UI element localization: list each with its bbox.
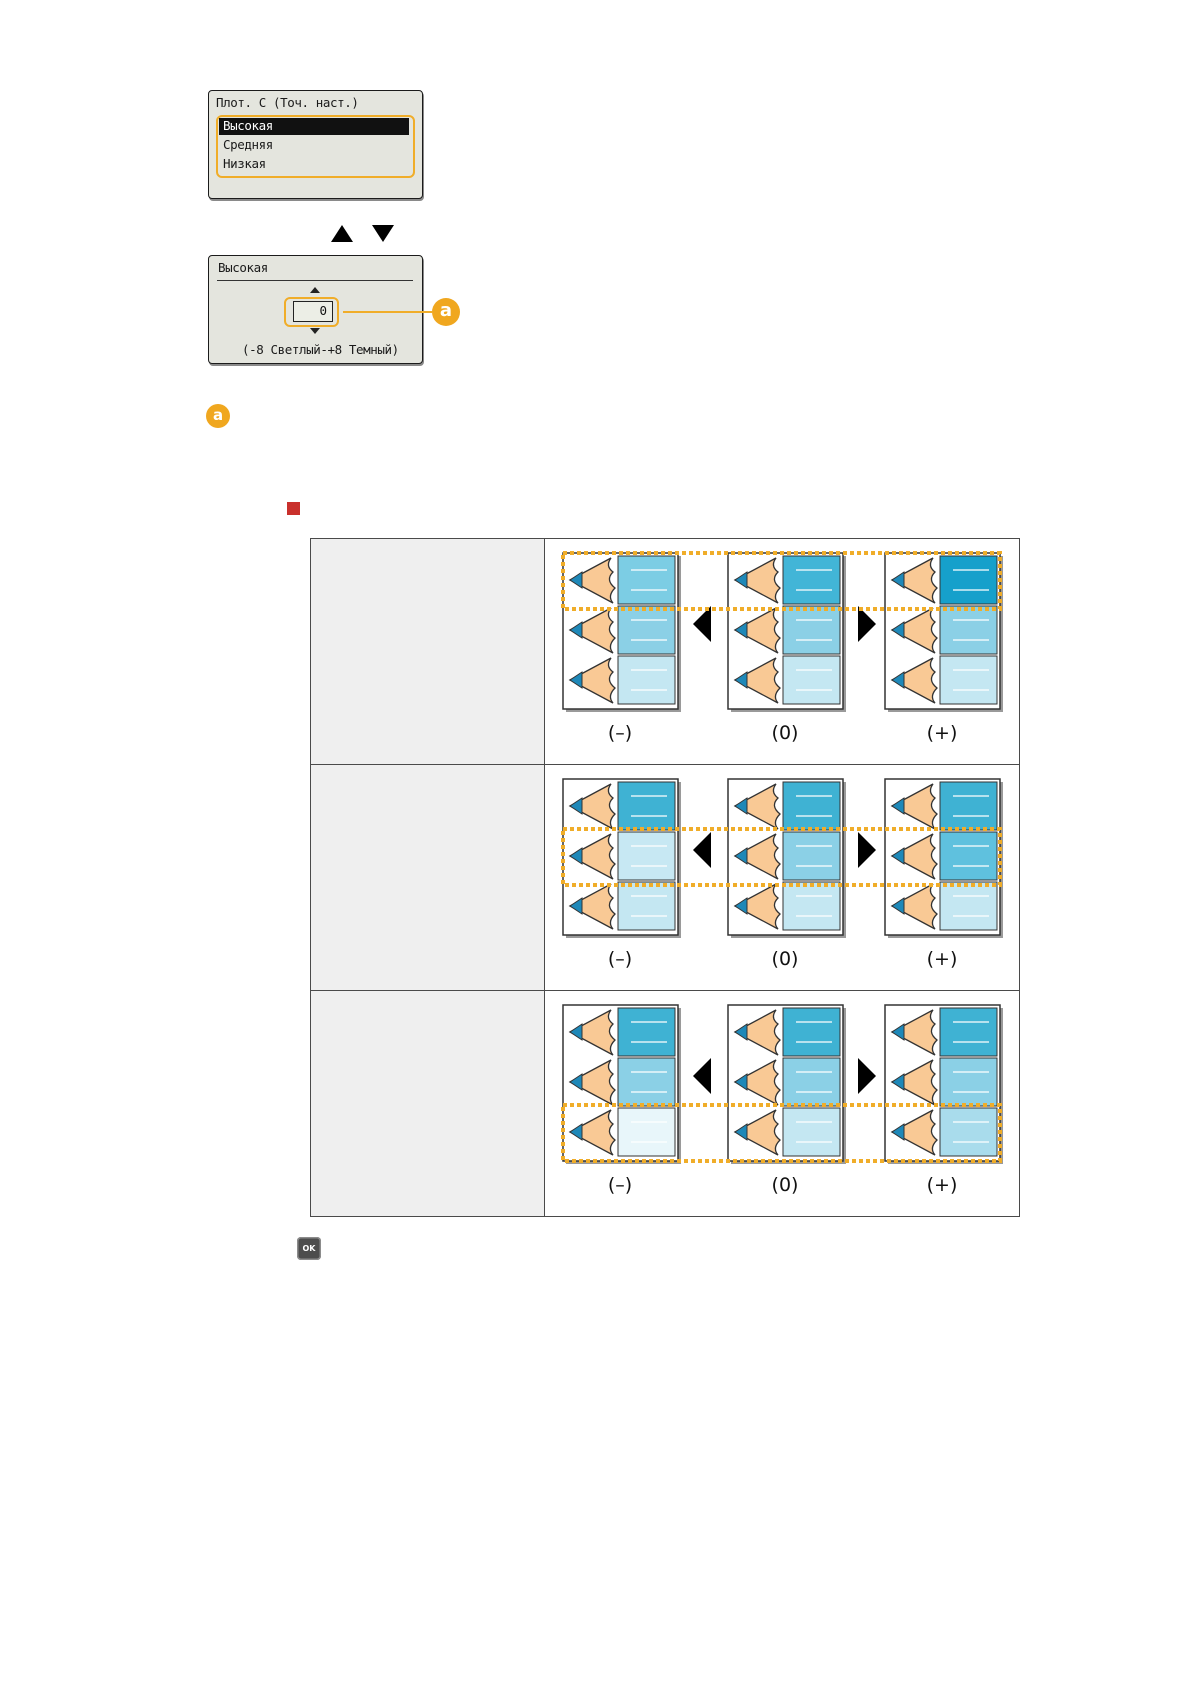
pencil-icon [568, 783, 616, 830]
pencil-icon [568, 557, 616, 604]
pencil-icon [568, 833, 616, 880]
pencil-icon [890, 833, 938, 880]
title-divider [217, 280, 413, 281]
screen-title: Высокая [218, 260, 268, 275]
pencil-panel [562, 1004, 681, 1164]
column-label: (+) [927, 1174, 958, 1196]
row-label-cell [310, 764, 545, 991]
pencil-panel [562, 778, 681, 938]
density-table: (–) (0) (+) (–) (0) (+) (–) (0) (+) [310, 538, 1020, 1217]
column-label: (0) [772, 722, 799, 744]
lcd-screen-menu: Плот. C (Точ. наст.) Высокая Средняя Низ… [208, 90, 423, 199]
pencil-icon [568, 657, 616, 704]
value-up-icon [310, 287, 320, 293]
pencil-panel [727, 1004, 846, 1164]
section-marker-icon [287, 502, 300, 515]
column-label: (+) [927, 722, 958, 744]
illustration-cell: (–) (0) (+) [544, 764, 1020, 991]
pencil-icon [890, 883, 938, 930]
illustration-cell: (–) (0) (+) [544, 538, 1020, 765]
column-label: (–) [608, 722, 632, 744]
pencil-panel [884, 552, 1003, 712]
option-medium[interactable]: Средняя [223, 137, 273, 152]
pencil-icon [890, 1109, 938, 1156]
row-highlight [561, 1103, 1002, 1163]
pencil-icon [890, 557, 938, 604]
table-row: (–) (0) (+) [310, 990, 1020, 1217]
screen-title: Плот. C (Точ. наст.) [216, 95, 359, 110]
option-low[interactable]: Низкая [223, 156, 266, 171]
table-row: (–) (0) (+) [310, 538, 1020, 765]
column-label: (–) [608, 1174, 632, 1196]
options-highlight [216, 115, 415, 178]
pencil-icon [733, 883, 781, 930]
selected-option-bar[interactable] [219, 118, 409, 135]
pencil-icon [733, 1009, 781, 1056]
option-high[interactable]: Высокая [223, 118, 273, 133]
pencil-icon [890, 1059, 938, 1106]
column-label: (–) [608, 948, 632, 970]
legend-badge: a [206, 404, 230, 428]
pencil-icon [733, 783, 781, 830]
row-label-cell [310, 538, 545, 765]
illustration-cell: (–) (0) (+) [544, 990, 1020, 1217]
range-text: (-8 Светлый-+8 Темный) [242, 342, 399, 357]
arrow-right-icon [858, 832, 876, 868]
callout-line [343, 311, 432, 313]
pencil-icon [890, 657, 938, 704]
value-highlight [284, 297, 339, 327]
row-label-cell [310, 990, 545, 1217]
pencil-panel [727, 778, 846, 938]
pencil-icon [890, 607, 938, 654]
pencil-icon [733, 557, 781, 604]
row-highlight [561, 827, 1002, 887]
pencil-icon [733, 833, 781, 880]
value-down-icon [310, 328, 320, 334]
pencil-icon [568, 883, 616, 930]
arrow-right-icon [858, 606, 876, 642]
arrow-left-icon [693, 606, 711, 642]
pencil-icon [568, 607, 616, 654]
table-row: (–) (0) (+) [310, 764, 1020, 991]
pencil-icon [890, 1009, 938, 1056]
pencil-icon [890, 783, 938, 830]
arrow-up-icon[interactable] [331, 225, 353, 242]
density-illustration-bottom: (–) (0) (+) [561, 1004, 1003, 1196]
pencil-icon [733, 607, 781, 654]
value-field[interactable]: 0 [293, 301, 333, 322]
pencil-panel [884, 778, 1003, 938]
arrow-down-icon[interactable] [372, 225, 394, 242]
density-illustration-top: (–) (0) (+) [561, 551, 1003, 744]
column-label: (+) [927, 948, 958, 970]
arrow-left-icon [693, 832, 711, 868]
pencil-icon [568, 1109, 616, 1156]
arrow-left-icon [693, 1058, 711, 1094]
column-label: (0) [772, 948, 799, 970]
arrow-right-icon [858, 1058, 876, 1094]
lcd-screen-adjust: Высокая 0 (-8 Светлый-+8 Темный) [208, 255, 423, 364]
pencil-panel [884, 1004, 1003, 1164]
density-illustration-middle: (–) (0) (+) [561, 778, 1003, 970]
pencil-icon [733, 1109, 781, 1156]
pencil-icon [733, 657, 781, 704]
column-label: (0) [772, 1174, 799, 1196]
pencil-icon [568, 1009, 616, 1056]
value-text: 0 [319, 303, 327, 318]
pencil-panel [562, 552, 681, 712]
pencil-panel [727, 552, 846, 712]
pencil-icon [733, 1059, 781, 1106]
callout-badge: a [432, 298, 460, 326]
ok-key-icon[interactable]: OK [297, 1237, 321, 1260]
row-highlight [561, 551, 1002, 611]
pencil-icon [568, 1059, 616, 1106]
